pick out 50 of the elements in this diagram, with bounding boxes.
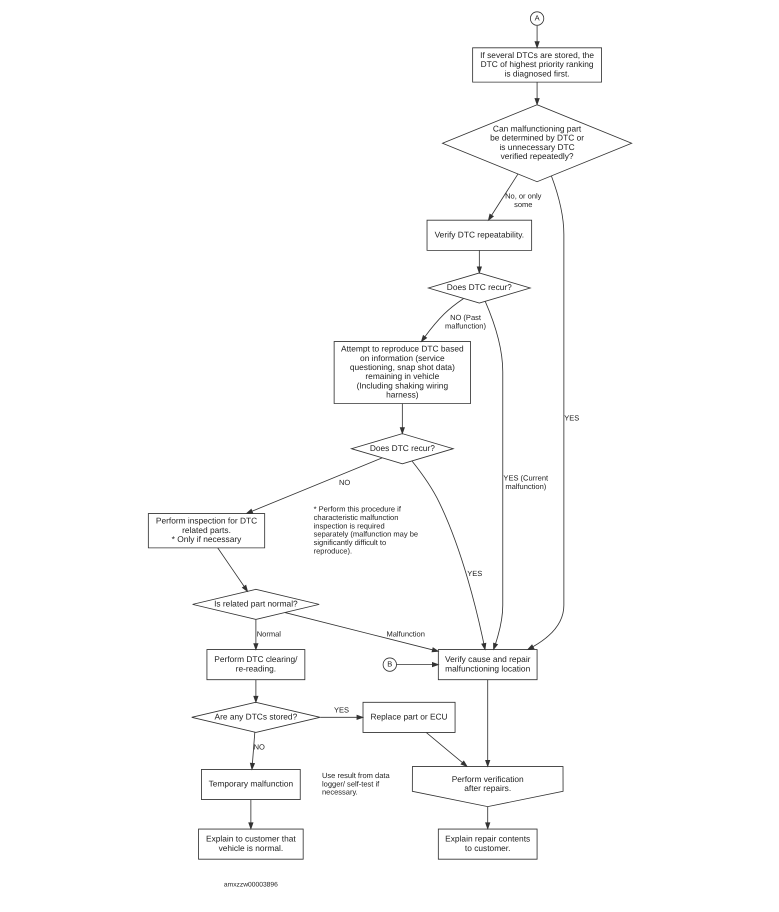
arrow (216, 547, 248, 592)
edge-label: NO (Past malfunction) (444, 312, 486, 330)
arrow (484, 679, 490, 768)
node-circle: A (529, 11, 544, 26)
edge-label: YES (466, 569, 482, 578)
arrow (396, 662, 440, 668)
edge-label: No, or only some (504, 192, 541, 210)
node-circle: B (382, 658, 396, 672)
arrow (484, 301, 503, 651)
arrow (534, 25, 540, 49)
arrow (252, 619, 258, 651)
arrow (426, 732, 468, 768)
arrow (249, 732, 255, 770)
arrow (399, 403, 404, 435)
node-diamond: Are any DTCs stored? (190, 702, 320, 733)
node-box: Explain to customer that vehicle is normal. (198, 828, 304, 860)
node-diamond: Can malfunctioning part be determined by DTC or is unnecessary DTC verified repeatedly? (440, 104, 632, 182)
edge-label: YES (Current malfunction) (502, 474, 548, 492)
arrow (487, 174, 518, 222)
arrow (252, 680, 258, 704)
edge-label: Normal (256, 629, 280, 638)
node-diamond: Is related part normal? (192, 588, 320, 620)
arrow (420, 298, 464, 342)
node-box: Verify cause and repair malfunctioning location (437, 649, 537, 680)
edge-label: NO (338, 478, 350, 487)
node-box: Verify DTC repeatability. (426, 220, 532, 251)
arrow (476, 250, 482, 274)
arrow (319, 714, 364, 720)
node-box: Temporary malfunction (200, 769, 300, 800)
node-diamond: Does DTC recur? (349, 433, 454, 464)
node-box: Attempt to reproduce DTC based on information (service questioning, snap shot data) remaining in vehicle (Including shaking wiring harness) (333, 341, 470, 404)
label: * Perform this procedure if characteristic malfunction inspection is required separately (malfunction may be significantly difficult to reproduce). (313, 504, 418, 556)
arrow (484, 806, 490, 830)
edge-label: Malfunction (386, 629, 424, 638)
edge-label: NO (253, 742, 264, 752)
arrow (284, 612, 439, 652)
node-label: Use result from data logger/ self-test if necessary. (322, 770, 390, 797)
arrow (534, 82, 540, 106)
arrow (244, 457, 382, 514)
node-box: Replace part or ECU (362, 702, 455, 733)
arrow (411, 460, 486, 651)
arrow (248, 799, 253, 830)
edge-label: YES (333, 705, 349, 714)
node-diamond: Does DTC recur? (426, 272, 532, 304)
node-box: Perform inspection for DTC related parts. * Only if necessary (147, 513, 265, 548)
edge-label: YES (564, 413, 579, 422)
arrow (526, 176, 564, 650)
node-box: Explain repair contents to customer. (437, 828, 537, 860)
node-box: Perform DTC clearing/ re-reading. (206, 649, 305, 680)
node-box: If several DTCs are stored, the DTC of highest priority ranking is diagnosed first. (472, 47, 602, 83)
